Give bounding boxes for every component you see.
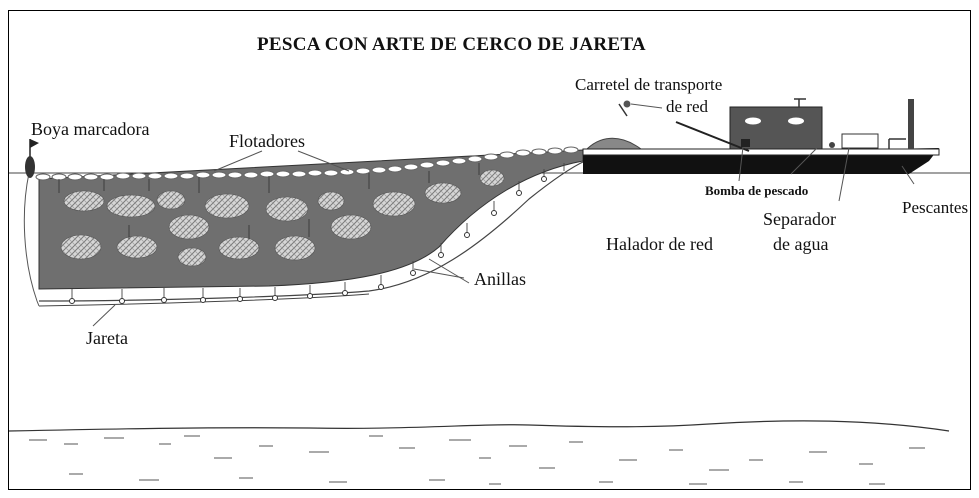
purse-line [38,160,586,302]
leader-lines [92,103,915,327]
floats-row [35,146,579,181]
seabed-texture [29,435,925,485]
buoy-line [23,172,40,307]
rings [69,176,547,304]
water-separator [841,133,879,149]
label-jareta: Jareta [86,328,128,348]
label-carretel-line1: Carretel de transporte [575,75,723,94]
label-separador-line2: de agua [773,234,829,254]
label-carretel-line2: de red [666,97,709,116]
davit-mast [908,99,914,149]
label-halador-de-red: Halador de red [606,234,713,254]
label-separador-line1: Separador [763,209,836,229]
boom [675,121,750,152]
net-hanging-lines [58,163,480,239]
boat-deck [582,148,940,156]
fish-schools [60,169,505,267]
label-pescantes: Pescantes [902,198,969,217]
label-bomba-de-pescado: Bomba de pescado [705,183,809,198]
purse-seiner-boat [582,98,940,174]
net-reel [618,100,631,117]
diagram-title: PESCA CON ARTE DE CERCO DE JARETA [257,34,646,55]
diagram-frame: PESCA CON ARTE DE CERCO DE JARETA Boya m… [8,10,971,490]
label-flotadores: Flotadores [229,131,305,151]
purse-line-lower [38,293,370,307]
label-boya-marcadora: Boya marcadora [31,119,150,139]
label-anillas: Anillas [474,269,526,289]
purse-seine-diagram [9,98,970,485]
marker-buoy [25,139,39,178]
net-hauler [741,139,750,147]
seabed-line [9,420,950,432]
